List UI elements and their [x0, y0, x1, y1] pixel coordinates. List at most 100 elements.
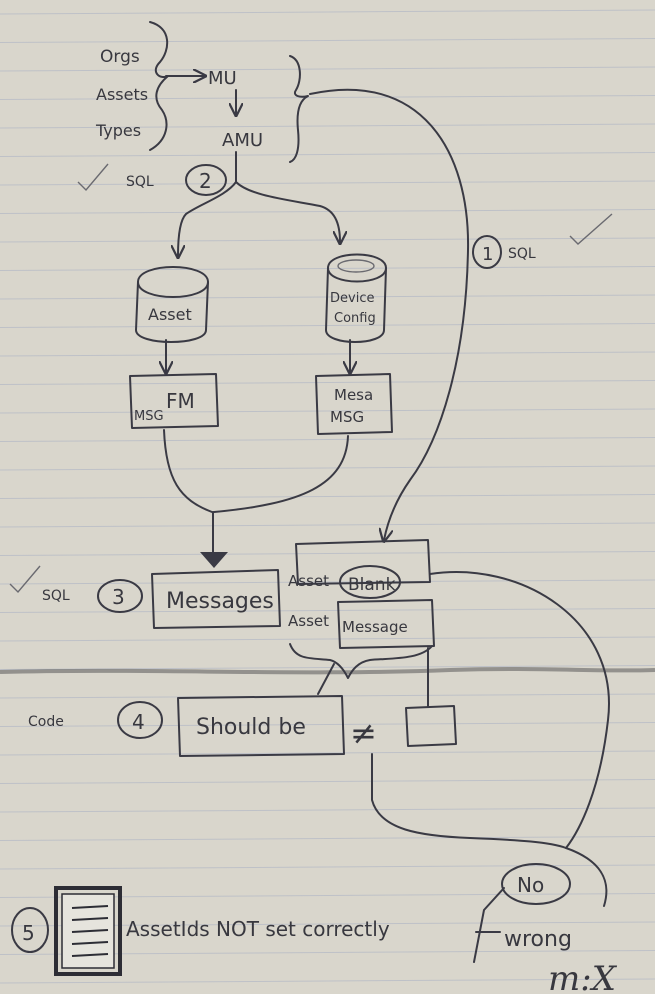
ruled-line: [0, 978, 655, 984]
no-label: No: [517, 873, 544, 897]
merge-arrowhead: [200, 552, 228, 568]
ruled-lines: [0, 9, 655, 984]
step4-label: Code: [28, 714, 64, 730]
ruled-line: [0, 237, 655, 243]
ruled-line: [0, 665, 655, 670]
step2-circle: [185, 164, 227, 196]
ruled-line: [0, 408, 655, 414]
step3-label: SQL: [42, 588, 70, 604]
arrow-amu-to-asset: [178, 151, 237, 256]
arrow-amu-to-device-config: [235, 181, 340, 242]
device-config-line1: Device: [330, 291, 374, 306]
asset-store-label: Asset: [148, 305, 192, 324]
ruled-line: [0, 608, 655, 613]
step5-number: 5: [22, 921, 35, 945]
ruled-line: [0, 380, 655, 385]
ruled-line: [0, 66, 655, 72]
no-circle: [501, 863, 571, 905]
arrow-step1-to-asset-blank: [309, 88, 470, 540]
no-left-stroke: [473, 887, 505, 963]
fm-msg-box: [129, 373, 219, 429]
asset-blank-circle: [339, 565, 401, 599]
document-line-5: [71, 953, 109, 957]
page-crease: [0, 667, 655, 675]
document-line-4: [71, 941, 109, 945]
asset-message-box: [337, 599, 435, 649]
stack-brace: [289, 643, 433, 679]
step1-label: SQL: [508, 246, 536, 262]
step3-number: 3: [112, 585, 125, 609]
device-config-body: [325, 267, 387, 343]
messages-label: Messages: [166, 589, 274, 614]
signature: m:X: [548, 959, 618, 994]
should-be-label: Should be: [196, 715, 306, 740]
document-line-1: [71, 905, 109, 909]
ruled-line: [0, 95, 655, 100]
brace-to-should-be: [317, 663, 335, 695]
step1-number: 1: [482, 244, 493, 265]
input-orgs: Orgs: [100, 47, 140, 67]
ruled-line: [0, 551, 655, 556]
not-equal-sign: ≠: [350, 714, 377, 752]
step4-circle: [117, 701, 163, 739]
ruled-line: [0, 9, 655, 15]
loop-not-equal-to-no: [371, 753, 567, 849]
asset-blank-right: Blank: [348, 575, 396, 595]
document-line-2: [71, 917, 109, 921]
ruled-line: [0, 152, 655, 157]
empty-value-box: [405, 705, 457, 747]
ruled-line: [0, 807, 655, 813]
ruled-line: [0, 465, 655, 471]
input-types: Types: [95, 121, 141, 140]
ruled-line: [0, 351, 655, 357]
mesa-msg-box: [315, 373, 393, 435]
fm-msg-bottom: MSG: [134, 409, 164, 424]
asset-store-body: [135, 281, 209, 343]
should-be-box: [177, 695, 345, 757]
merge-curve-left: [163, 429, 213, 513]
ruled-line: [0, 579, 655, 585]
ruled-line: [0, 180, 655, 186]
device-config-scribble: [337, 259, 375, 273]
step1-circle: [472, 235, 502, 269]
ruled-line: [0, 836, 655, 841]
messages-box: [151, 569, 281, 629]
document-line-3: [71, 929, 109, 933]
ruled-line: [0, 636, 655, 642]
asset-message-right: Message: [342, 618, 408, 636]
mesa-msg-line2: MSG: [330, 408, 364, 426]
asset-blank-left: Asset: [288, 572, 329, 590]
asset-store-top: [137, 266, 209, 298]
check-step3: [9, 565, 41, 594]
device-config-line2: Config: [334, 311, 376, 326]
ruled-line: [0, 209, 655, 214]
ruled-line: [0, 494, 655, 499]
check-step1: [569, 213, 613, 245]
mu-amu-brace: [289, 55, 309, 163]
step4-number: 4: [132, 710, 145, 734]
fm-msg-top: FM: [166, 389, 195, 413]
step2-number: 2: [199, 169, 212, 193]
step2-label: SQL: [126, 174, 154, 190]
ruled-line: [0, 38, 655, 43]
asset-blank-box: [295, 539, 431, 585]
no-right-curve: [565, 847, 608, 907]
ruled-line: [0, 522, 655, 528]
document-icon: [54, 886, 122, 976]
node-mu: MU: [208, 68, 237, 89]
ruled-line: [0, 750, 655, 756]
ruled-line: [0, 779, 655, 784]
asset-message-left: Asset: [288, 612, 329, 630]
ruled-line: [0, 722, 655, 727]
ruled-line: [0, 323, 655, 328]
ruled-line: [0, 123, 655, 129]
asset-ids-note: AssetIds NOT set correctly: [126, 917, 390, 941]
node-amu: AMU: [222, 130, 263, 151]
merge-curve-right: [213, 435, 349, 513]
ruled-line: [0, 437, 655, 442]
loop-asset-blank-to-no: [429, 571, 610, 849]
step5-circle: [11, 907, 49, 953]
mesa-msg-line1: Mesa: [334, 386, 373, 404]
